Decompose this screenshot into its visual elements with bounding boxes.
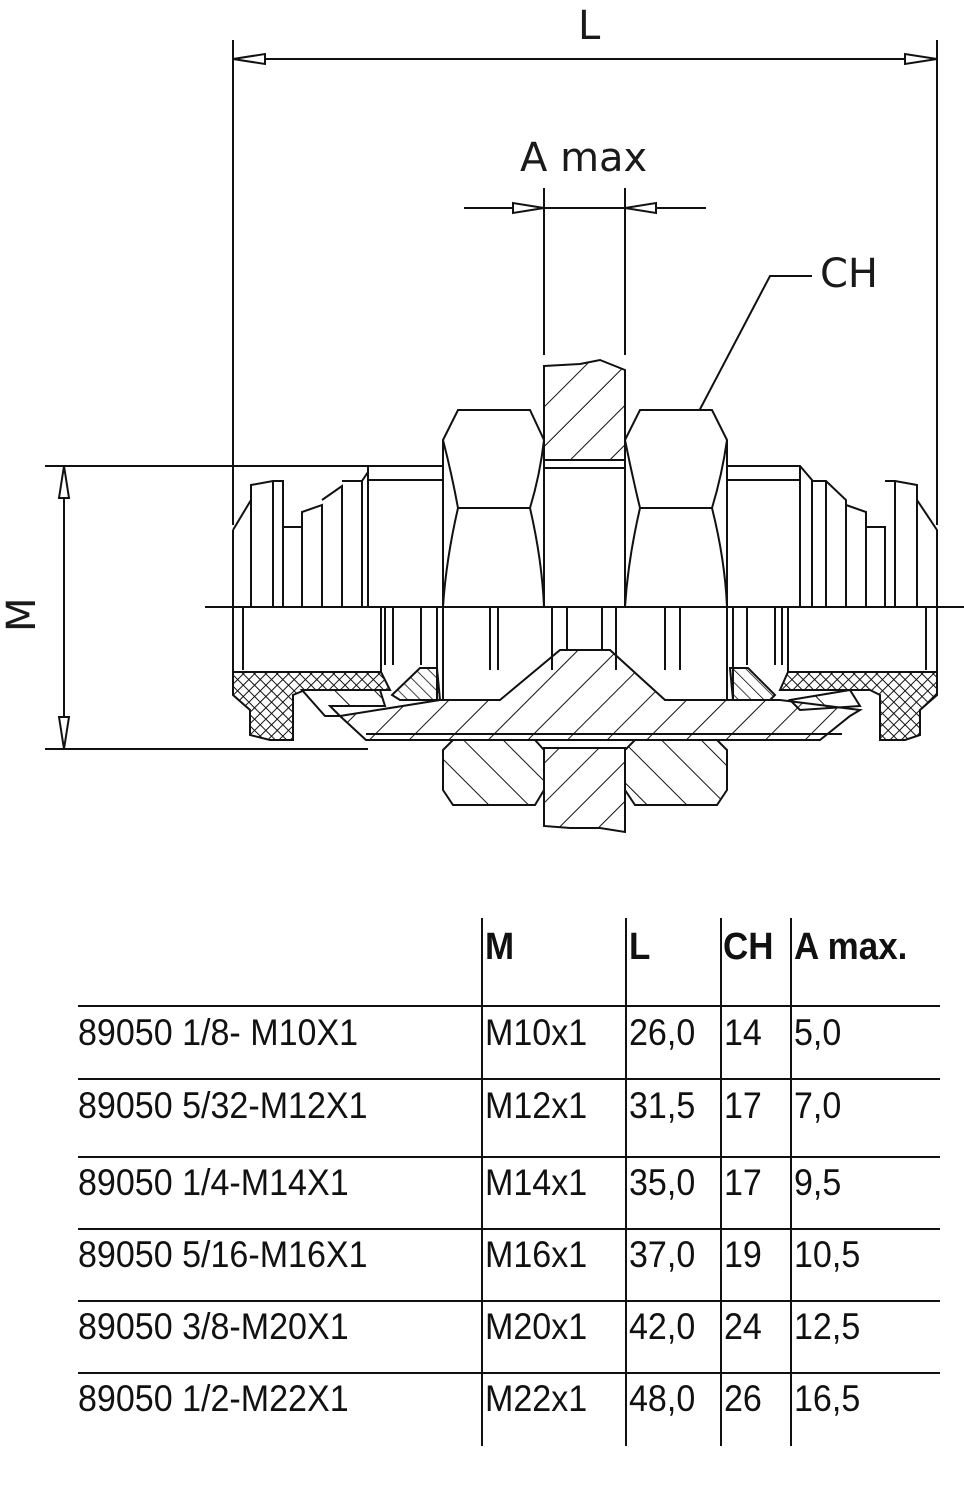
- cell-a-max: 9,5: [794, 1162, 842, 1203]
- cell-l: 35,0: [629, 1162, 696, 1203]
- cell-ch: 17: [724, 1162, 762, 1203]
- row-divider: [78, 1372, 940, 1374]
- cell-code: 89050 1/8- M10X1: [78, 1012, 359, 1053]
- cell-l: 48,0: [629, 1378, 696, 1419]
- cell-m: M22x1: [485, 1378, 588, 1419]
- label-m: M: [0, 597, 45, 632]
- cell-m: M20x1: [485, 1306, 588, 1347]
- cell-code: 89050 3/8-M20X1: [78, 1306, 349, 1347]
- row-divider: [78, 1228, 940, 1230]
- technical-drawing: [45, 40, 964, 834]
- cell-m: M12x1: [485, 1085, 588, 1126]
- cell-l: 31,5: [629, 1085, 696, 1126]
- cell-ch: 26: [724, 1378, 762, 1419]
- cell-code: 89050 1/4-M14X1: [78, 1162, 349, 1203]
- cell-ch: 14: [724, 1012, 762, 1053]
- cell-ch: 17: [724, 1085, 762, 1126]
- cell-l: 26,0: [629, 1012, 696, 1053]
- cell-m: M16x1: [485, 1234, 588, 1275]
- label-ch: CH: [820, 251, 879, 297]
- cell-m: M10x1: [485, 1012, 588, 1053]
- header-a-max: A max.: [794, 926, 908, 968]
- cell-code: 89050 5/16-M16X1: [78, 1234, 368, 1275]
- cell-code: 89050 1/2-M22X1: [78, 1378, 349, 1419]
- dimension-m: [45, 465, 368, 750]
- cell-ch: 24: [724, 1306, 762, 1347]
- cell-m: M14x1: [485, 1162, 588, 1203]
- cell-l: 37,0: [629, 1234, 696, 1275]
- label-l: L: [578, 3, 601, 49]
- row-divider: [78, 1005, 940, 1007]
- column-divider: [720, 918, 722, 1446]
- cell-a-max: 7,0: [794, 1085, 842, 1126]
- cell-code: 89050 5/32-M12X1: [78, 1085, 368, 1126]
- label-a-max: A max: [520, 135, 648, 181]
- column-divider: [481, 918, 483, 1446]
- cell-l: 42,0: [629, 1306, 696, 1347]
- dimensions-table: M L CH A max. 89050 1/8- M10X1 M10x1 26,…: [0, 900, 964, 1460]
- header-m: M: [485, 926, 515, 968]
- row-divider: [78, 1156, 940, 1158]
- row-divider: [78, 1300, 940, 1302]
- header-l: L: [629, 926, 651, 968]
- column-divider: [625, 918, 627, 1446]
- cell-ch: 19: [724, 1234, 762, 1275]
- row-divider: [78, 1078, 940, 1080]
- cell-a-max: 5,0: [794, 1012, 842, 1053]
- column-divider: [790, 918, 792, 1446]
- cell-a-max: 16,5: [794, 1378, 861, 1419]
- dimension-a-max: [464, 188, 706, 355]
- header-ch: CH: [723, 926, 774, 968]
- cell-a-max: 10,5: [794, 1234, 861, 1275]
- cell-a-max: 12,5: [794, 1306, 861, 1347]
- dimension-l: [232, 40, 938, 525]
